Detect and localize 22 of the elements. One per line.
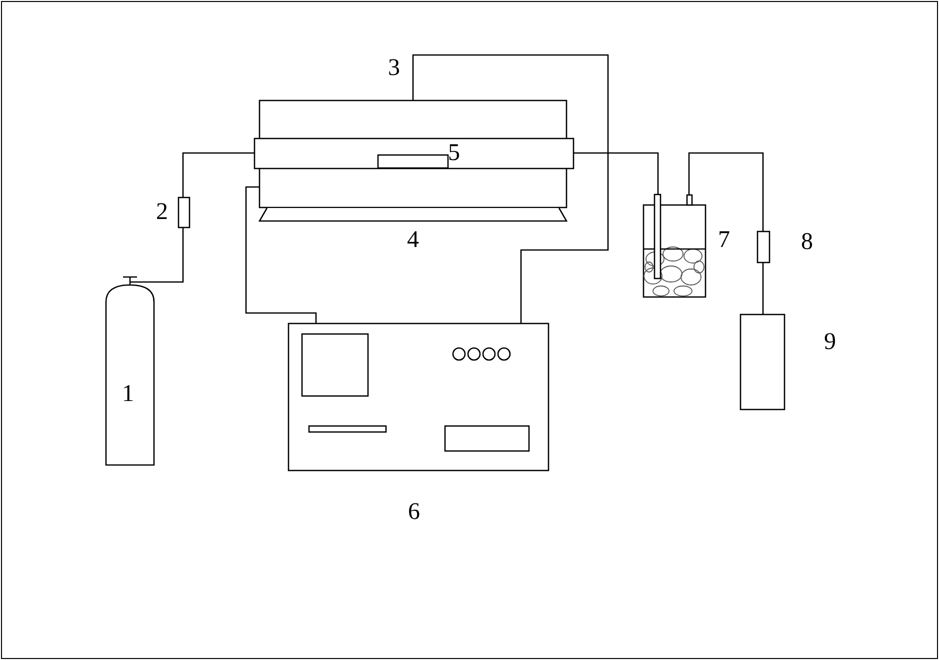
gas-line bbox=[130, 228, 184, 283]
callout-number: 8 bbox=[801, 230, 813, 254]
callout-number: 1 bbox=[122, 382, 134, 406]
gas-line bbox=[245, 186, 317, 323]
flowmeter-drawing bbox=[757, 231, 770, 263]
callout-number: 3 bbox=[388, 56, 400, 80]
callout-number: 6 bbox=[408, 500, 420, 524]
gas-line bbox=[182, 152, 254, 197]
callout-number: 4 bbox=[407, 228, 419, 252]
gas-line bbox=[574, 152, 659, 194]
gas-line bbox=[688, 152, 764, 231]
flowmeter-drawing bbox=[178, 197, 190, 228]
gas-line bbox=[762, 263, 764, 314]
controller-drawing bbox=[288, 323, 549, 471]
callout-number: 7 bbox=[718, 228, 730, 252]
callout-number: 5 bbox=[448, 141, 460, 165]
collector-drawing bbox=[740, 314, 785, 410]
callout-number: 9 bbox=[824, 330, 836, 354]
bottle-drawing bbox=[643, 194, 706, 298]
callout-number: 2 bbox=[156, 200, 168, 224]
gas-cylinder-drawing bbox=[105, 276, 155, 466]
gas-line bbox=[412, 54, 609, 323]
